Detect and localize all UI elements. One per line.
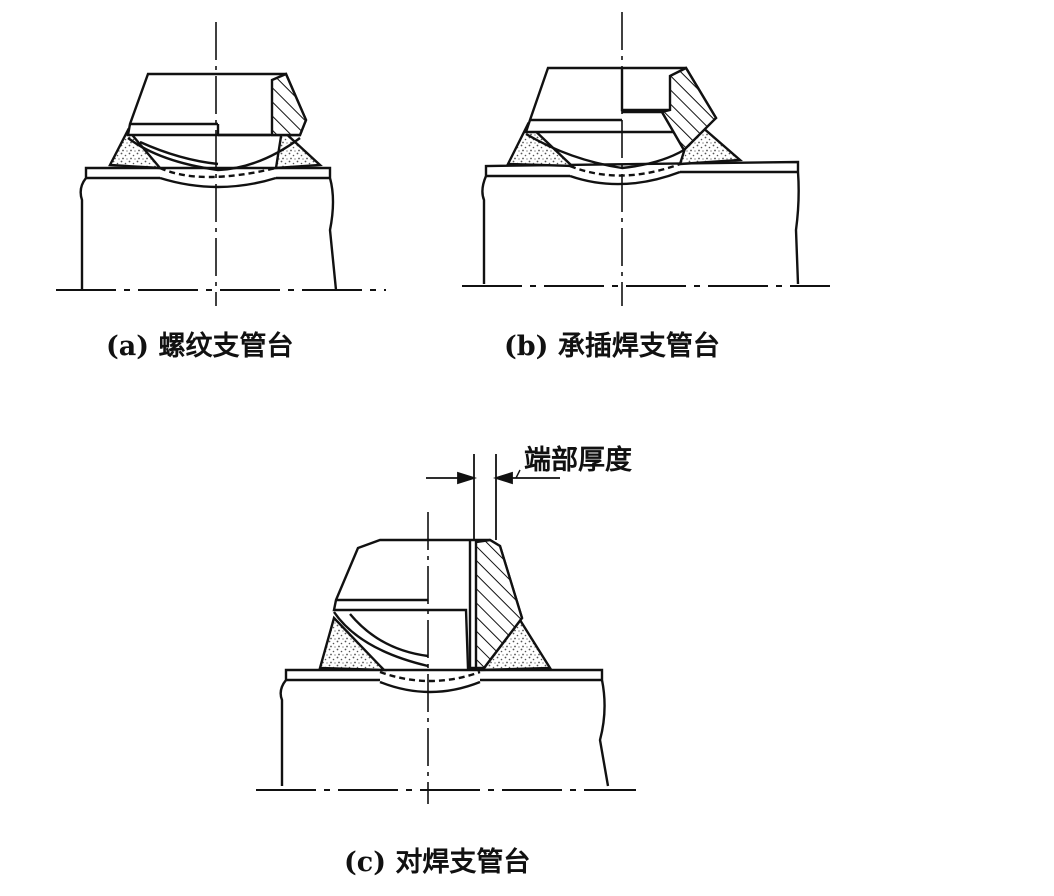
caption-a: (a) 螺纹支管台 (106, 331, 294, 362)
weld-left-b (506, 122, 576, 168)
weld-left-c (318, 615, 387, 672)
diagram-c-butt-weld-outlet (256, 512, 636, 804)
hatched-wall-c (474, 538, 524, 670)
diagram-a-threaded-outlet (56, 22, 386, 306)
run-pipe-c (279, 668, 610, 787)
weld-right-a (274, 127, 323, 170)
dimension-end-thickness (426, 454, 560, 540)
hatched-wall-a (270, 72, 308, 137)
diagram-b-socket-weld-outlet (462, 12, 830, 306)
run-pipe-b (481, 160, 800, 285)
caption-b: (b) 承插焊支管台 (504, 331, 720, 362)
end-thickness-label: 端部厚度 (524, 445, 632, 476)
caption-c: (c) 对焊支管台 (344, 847, 531, 878)
